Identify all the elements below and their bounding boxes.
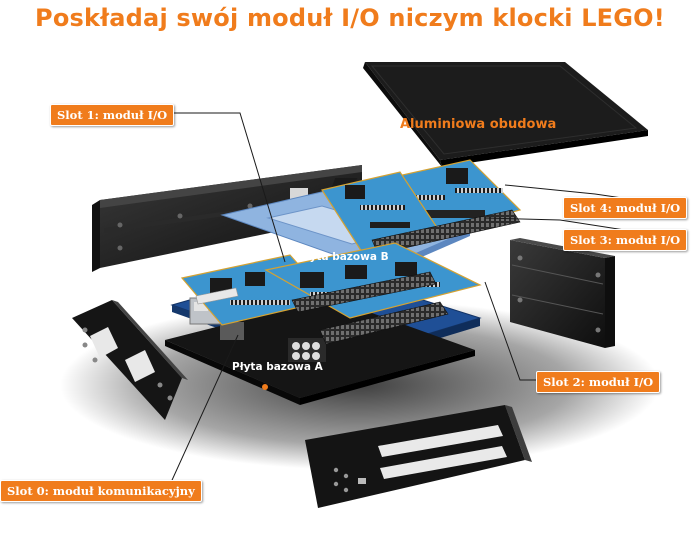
base-plate-b-label: Płyta bazowa B <box>298 251 389 263</box>
slot0-label: Slot 0: moduł komunikacyjny <box>0 480 202 502</box>
front-end-plate <box>305 405 532 508</box>
slot2-board <box>264 242 482 319</box>
right-side-rail <box>510 238 615 348</box>
slot4-label: Slot 4: moduł I/O <box>563 197 688 219</box>
slot1-label: Slot 1: moduł I/O <box>50 104 175 126</box>
base-plate-a-label: Płyta bazowa A <box>232 361 323 373</box>
lid-label: Aluminiowa obudowa <box>400 117 557 132</box>
slot2-label: Slot 2: moduł I/O <box>536 371 661 393</box>
aluminium-lid <box>363 62 648 167</box>
left-end-plate <box>72 300 188 420</box>
headline: Poskładaj swój moduł I/O niczym klocki L… <box>35 4 665 32</box>
slot3-label: Slot 3: moduł I/O <box>563 229 688 251</box>
